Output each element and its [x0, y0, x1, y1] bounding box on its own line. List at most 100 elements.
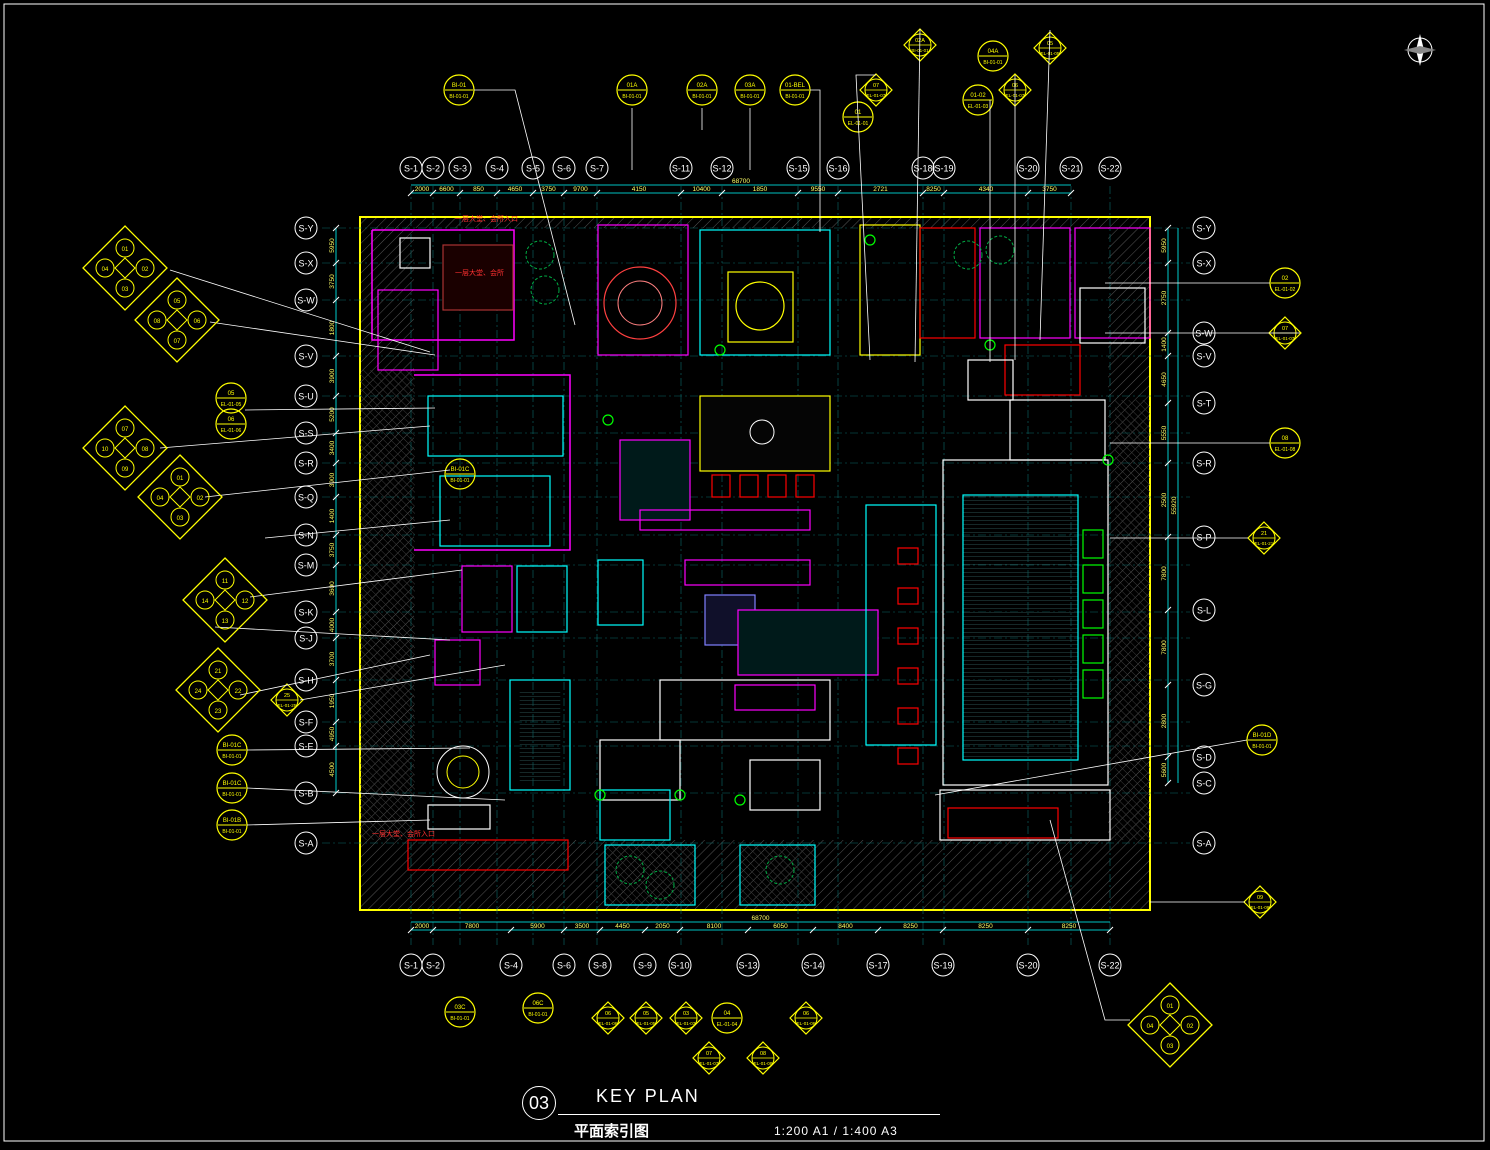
elevation-cluster-core [207, 679, 229, 701]
ne-suite [979, 227, 1071, 339]
index-tag-bottom-diamond [789, 1001, 823, 1035]
leader-line [264, 519, 451, 539]
index-tag-bottom-ref: 06 [803, 1011, 809, 1017]
elevation-marker-circle [135, 438, 155, 458]
grid-bubble-bottom-circle [931, 953, 955, 977]
index-tag-right-ref: 09 [1257, 895, 1263, 901]
index-tag-top-diamond [903, 28, 937, 62]
leader-line [1049, 819, 1130, 1021]
grid-bubble-bottom-circle [736, 953, 760, 977]
index-tag-left-sheet: BI-01-01 [222, 754, 241, 760]
dim-bottom-tick [407, 926, 415, 934]
dim-left-value: 3750 [329, 542, 336, 557]
grid-bubble-left-label: S-H [298, 676, 314, 686]
grid-bubble-left-circle [294, 421, 318, 445]
planter-icon [594, 789, 606, 801]
index-tag-bottom-sheet: BI-01-01 [450, 1016, 469, 1022]
lift-nw [399, 237, 431, 269]
drawing-subtitle: 平面索引图 [574, 1123, 650, 1140]
red-chair [767, 474, 787, 498]
dim-top-value: 3750 [541, 186, 556, 193]
central-bar-ring [735, 281, 785, 331]
gallery-column [865, 504, 937, 746]
red-seat [897, 747, 919, 765]
elevation-cluster-outline [137, 454, 223, 540]
dim-bottom-tick [809, 926, 817, 934]
elevation-marker-circle [167, 330, 187, 350]
dim-top-value: 3750 [1042, 186, 1057, 193]
elevation-marker-ref: 24 [195, 689, 202, 695]
grid-bubble-top-label: S-16 [828, 164, 847, 174]
grid-bubble-top-circle [911, 156, 935, 180]
elevation-marker-circle [167, 290, 187, 310]
red-note: 一层大堂、会所入口 [372, 829, 435, 838]
index-tag-bottom-ref: 04 [724, 1011, 731, 1017]
elevation-marker-ref: 21 [215, 669, 222, 675]
wing-nw-wall [371, 229, 515, 341]
grid-bubble-top-circle [786, 156, 810, 180]
red-seat [897, 547, 919, 565]
dim-left-value: 5950 [329, 238, 336, 253]
index-tag-right-ref: 07 [1282, 326, 1288, 332]
elevation-marker-circle [215, 610, 235, 630]
elevation-marker-ref: 08 [142, 447, 149, 453]
index-tag-left-circle [215, 382, 247, 414]
table-center [749, 419, 775, 445]
leader-line [1039, 29, 1051, 341]
office-room-2 [516, 565, 568, 633]
grid-bubble-bottom-circle [588, 953, 612, 977]
dim-top-tick [1067, 189, 1075, 197]
grid-bubble-top-circle [552, 156, 576, 180]
index-tag-left-ref: BI-01C [223, 781, 242, 787]
dim-bottom-value: 8250 [978, 923, 993, 930]
grid-bubble-left-circle [294, 626, 318, 650]
elevation-marker-circle [135, 258, 155, 278]
grid-bubble-right-label: S-D [1196, 753, 1212, 763]
index-tag-left-sheet: EL-01-25 [278, 703, 297, 708]
pool-lounger [1082, 669, 1104, 699]
index-tag-top-circle [686, 74, 718, 106]
grid-bubble-bottom-label: S-17 [868, 961, 887, 971]
grid-bubble-top-label: S-18 [913, 164, 932, 174]
dim-right-value: 4650 [1161, 372, 1168, 387]
index-tag-left-circle [215, 408, 247, 440]
grid-bubble-right-circle [1192, 771, 1216, 795]
dim-left-tick [332, 493, 340, 501]
dim-right-value: 1400 [1161, 337, 1168, 352]
dim-bottom-tick [560, 926, 568, 934]
stair-west [509, 679, 571, 791]
dim-right-tick [1164, 352, 1172, 360]
grid-bubble-left-label: S-W [297, 296, 315, 306]
red-seat [897, 707, 919, 725]
pool-surround [942, 459, 1109, 786]
lounge-room [427, 395, 564, 457]
elevation-marker-ref: 03 [177, 516, 184, 522]
grid-bubble-right-circle [1192, 391, 1216, 415]
index-tag-top-diamond [1033, 31, 1067, 65]
elevation-marker-circle [95, 438, 115, 458]
dim-top-tick [940, 189, 948, 197]
grid-bubble-left-label: S-N [298, 531, 314, 541]
red-chair [711, 474, 731, 498]
grid-bubble-left-circle [294, 781, 318, 805]
grid-bubble-bottom-label: S-14 [803, 961, 822, 971]
elevation-marker-circle [115, 418, 135, 438]
dim-bottom-tick [1024, 926, 1032, 934]
grid-bubble-right-label: S-L [1197, 606, 1211, 616]
index-tag-top-circle [734, 74, 766, 106]
grid-bubble-left-circle [294, 553, 318, 577]
dim-left-tick [332, 608, 340, 616]
dim-left-value: 1400 [329, 508, 336, 523]
index-tag-top-ref: 01-BEL [785, 83, 806, 89]
dim-bottom-tick [744, 926, 752, 934]
dim-top-tick [1024, 189, 1032, 197]
grid-bubble-top-circle [421, 156, 445, 180]
index-tag-top-ref: 01A [627, 83, 638, 89]
dim-right-tick [1164, 779, 1172, 787]
index-tag-top-sheet: BI-01-01 [622, 94, 641, 100]
index-tag-top-circle [842, 101, 874, 133]
elevation-marker-circle [195, 590, 215, 610]
grid-bubble-top-label: S-21 [1061, 164, 1080, 174]
elevation-marker-circle [115, 238, 135, 258]
index-tag-top-sheet: EL-01-07 [867, 93, 886, 98]
